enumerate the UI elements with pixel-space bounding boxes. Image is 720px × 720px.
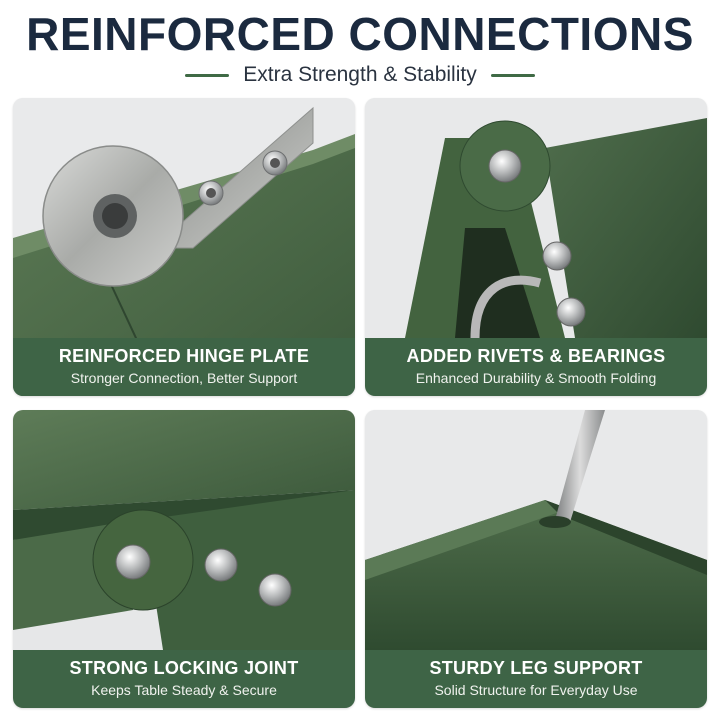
bearing-rivet (488, 149, 522, 183)
panel-subtitle: Keeps Table Steady & Secure (91, 682, 277, 698)
page-title: REINFORCED CONNECTIONS (26, 8, 694, 60)
caption-leg-support: STURDY LEG SUPPORT Solid Structure for E… (365, 650, 707, 708)
rivet (258, 573, 292, 607)
panel-subtitle: Solid Structure for Everyday Use (434, 682, 638, 698)
panel-hinge-plate: REINFORCED HINGE PLATE Stronger Connecti… (13, 98, 355, 396)
page-subtitle: Extra Strength & Stability (243, 63, 477, 86)
panel-rivets-bearings: ADDED RIVETS & BEARINGS Enhanced Durabil… (365, 98, 707, 396)
leg-rod (555, 410, 605, 522)
header: REINFORCED CONNECTIONS Extra Strength & … (0, 0, 720, 96)
panel-title: STRONG LOCKING JOINT (69, 658, 299, 678)
panel-subtitle: Enhanced Durability & Smooth Folding (415, 370, 657, 386)
right-divider (490, 73, 535, 77)
left-divider (185, 73, 230, 77)
panel-title: ADDED RIVETS & BEARINGS (406, 346, 666, 366)
rivet (542, 241, 572, 271)
caption-hinge-plate: REINFORCED HINGE PLATE Stronger Connecti… (13, 338, 355, 396)
panel-subtitle: Stronger Connection, Better Support (70, 370, 298, 386)
rivet (204, 548, 238, 582)
panel-locking-joint: STRONG LOCKING JOINT Keeps Table Steady … (13, 410, 355, 708)
caption-locking-joint: STRONG LOCKING JOINT Keeps Table Steady … (13, 650, 355, 708)
panel-title: STURDY LEG SUPPORT (429, 658, 643, 678)
panel-title: REINFORCED HINGE PLATE (58, 346, 310, 366)
panel-leg-support: STURDY LEG SUPPORT Solid Structure for E… (365, 410, 707, 708)
rivet (556, 297, 586, 327)
subtitle-row: Extra Strength & Stability (0, 60, 720, 90)
caption-rivets-bearings: ADDED RIVETS & BEARINGS Enhanced Durabil… (365, 338, 707, 396)
hinge-plate-photo (13, 98, 355, 396)
pivot-rivet (115, 544, 151, 580)
